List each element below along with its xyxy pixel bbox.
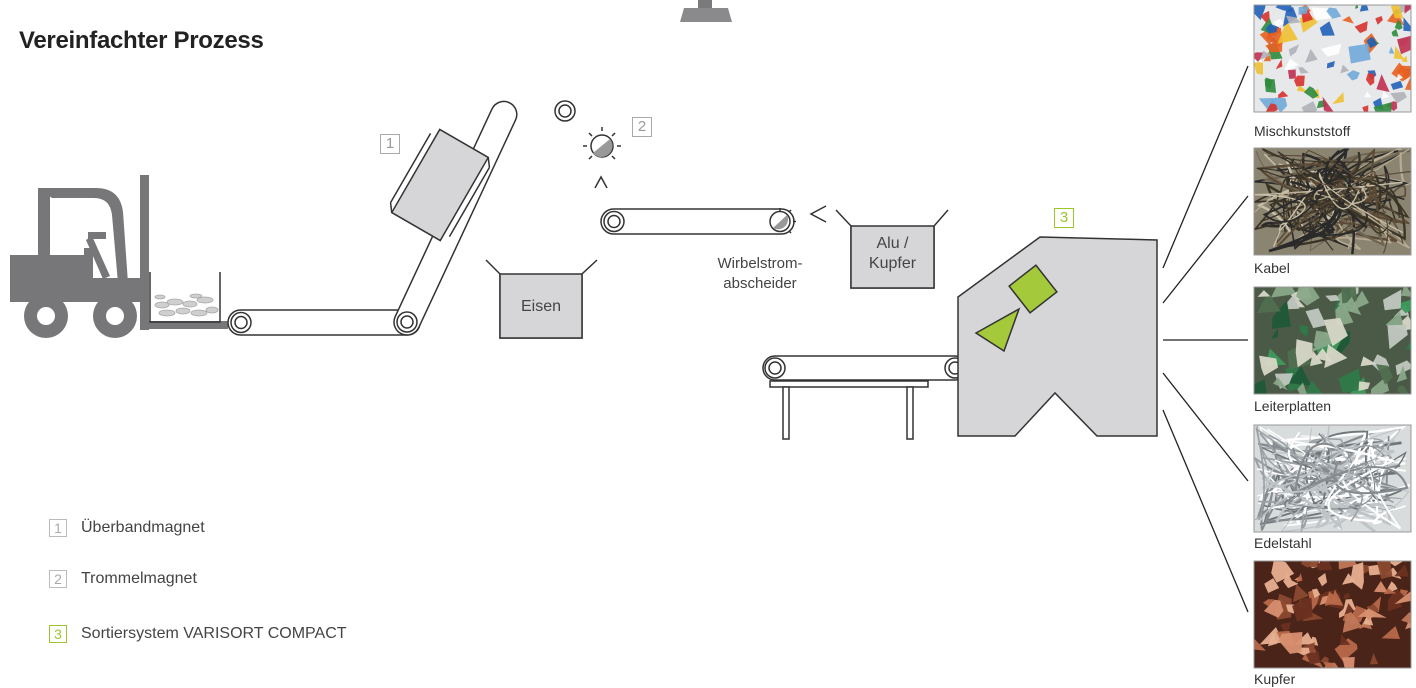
output-label-mischkunststoff: Mischkunststoff	[1254, 123, 1350, 139]
alu-label-line-2: Kupfer	[851, 254, 934, 274]
badge-overband-magnet: 1	[380, 134, 400, 154]
plastic-flakes-image	[1248, 0, 1416, 118]
legend-number: 3	[49, 625, 67, 643]
circuit-boards-image	[1249, 273, 1416, 400]
legend-item-3: 3 Sortiersystem VARISORT COMPACT	[49, 622, 347, 646]
output-label-edelstahl: Edelstahl	[1254, 535, 1312, 551]
input-bin	[150, 272, 220, 322]
legend-number: 1	[49, 519, 67, 537]
legend-item-2: 2 Trommelmagnet	[49, 567, 197, 591]
legend-number: 2	[49, 570, 67, 588]
cables-image	[1254, 148, 1411, 255]
output-label-kupfer: Kupfer	[1254, 671, 1295, 687]
wirbelstrom-label: Wirbelstrom- abscheider	[690, 254, 830, 294]
wirbelstrom-label-line-2: abscheider	[690, 274, 830, 294]
copper-scrap-image	[1246, 554, 1416, 678]
legend-text: Trommelmagnet	[81, 570, 197, 588]
legend-item-1: 1 Überbandmagnet	[49, 516, 205, 540]
output-lines	[1163, 66, 1248, 612]
stainless-wire-image	[1254, 425, 1411, 532]
feed-conveyor	[228, 310, 420, 335]
alu-label-line-1: Alu /	[851, 234, 934, 254]
legend-text: Überbandmagnet	[81, 519, 205, 537]
badge-varisort: 3	[1054, 208, 1074, 228]
output-label-kabel: Kabel	[1254, 260, 1290, 276]
output-label-leiterplatten: Leiterplatten	[1254, 398, 1331, 414]
sorter-feed-conveyor	[763, 356, 967, 439]
varisort-machine	[958, 237, 1157, 436]
eisen-label: Eisen	[500, 297, 582, 317]
alu-label: Alu / Kupfer	[851, 234, 934, 274]
drum-magnet-icon	[583, 127, 621, 188]
top-stand-icon	[680, 0, 732, 22]
legend-text: Sortiersystem VARISORT COMPACT	[81, 625, 347, 643]
badge-drum-magnet: 2	[632, 117, 652, 137]
eddy-current-conveyor	[601, 206, 826, 234]
wirbelstrom-label-line-1: Wirbelstrom-	[690, 254, 830, 274]
